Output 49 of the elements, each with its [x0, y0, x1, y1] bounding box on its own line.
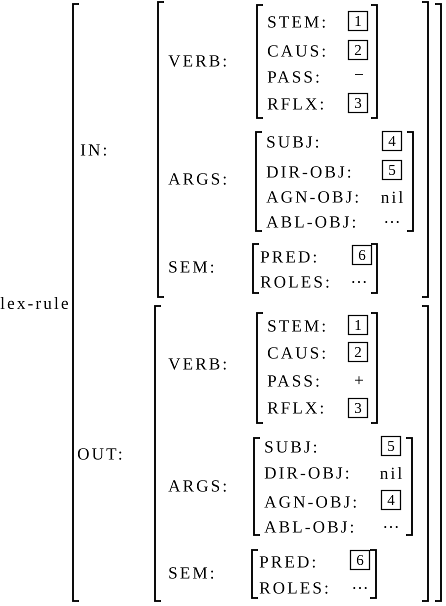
- feature-value: …: [353, 587, 367, 589]
- feature-value: −: [355, 74, 363, 75]
- feature-label: ROLES:: [260, 582, 328, 594]
- index-tag: 2: [348, 342, 368, 362]
- feature-label: CAUS:: [268, 45, 325, 57]
- feature-label: DIR-OBJ:: [264, 467, 348, 479]
- index-tag: 4: [380, 490, 402, 510]
- feature-label: ABL-OBJ:: [264, 521, 353, 533]
- feature-label: RFLX:: [268, 98, 323, 110]
- feature-value: nil: [381, 191, 403, 203]
- index-tag: 4: [382, 130, 402, 152]
- index-tag: 6: [350, 550, 370, 570]
- feature-label: SUBJ:: [267, 136, 318, 148]
- feature-label: AGN-OBJ:: [264, 496, 356, 508]
- index-tag: 2: [348, 40, 368, 60]
- feature-value: …: [385, 221, 399, 223]
- feature-value: …: [384, 526, 398, 528]
- feature-label: CAUS:: [268, 347, 325, 359]
- feature-label: SUBJ:: [265, 441, 316, 453]
- feature-value: nil: [380, 467, 402, 479]
- feature-label: ABL-OBJ:: [266, 216, 355, 228]
- index-tag: 3: [348, 92, 368, 114]
- feature-label: ROLES:: [260, 276, 328, 288]
- feature-label: DIR-OBJ:: [266, 166, 350, 178]
- feature-label: SEM:: [169, 567, 214, 579]
- feature-label: AGN-OBJ:: [266, 191, 358, 203]
- feature-label: PASS:: [268, 375, 318, 387]
- index-tag: 1: [348, 10, 368, 32]
- feature-label: RFLX:: [268, 402, 323, 414]
- feature-label: ARGS:: [168, 173, 226, 185]
- feature-label: PASS:: [268, 71, 318, 83]
- feature-label: STEM:: [268, 320, 325, 332]
- feature-label: PRED:: [260, 251, 316, 263]
- feature-value: …: [352, 281, 366, 283]
- feature-label: PRED:: [260, 556, 315, 568]
- feature-value: +: [355, 376, 363, 384]
- index-tag: 1: [348, 314, 368, 336]
- feature-label: OUT:: [78, 448, 122, 460]
- feature-label: SEM:: [169, 261, 214, 273]
- feature-label: IN:: [80, 144, 106, 156]
- type-label: lex-rule: [0, 297, 68, 309]
- feature-label: VERB:: [168, 55, 226, 67]
- feature-label: STEM:: [268, 16, 325, 28]
- index-tag: 5: [382, 160, 402, 180]
- feature-label: VERB:: [168, 358, 226, 370]
- feature-label: ARGS:: [168, 480, 226, 492]
- index-tag: 6: [352, 244, 372, 266]
- index-tag: 5: [380, 436, 402, 456]
- index-tag: 3: [348, 398, 368, 418]
